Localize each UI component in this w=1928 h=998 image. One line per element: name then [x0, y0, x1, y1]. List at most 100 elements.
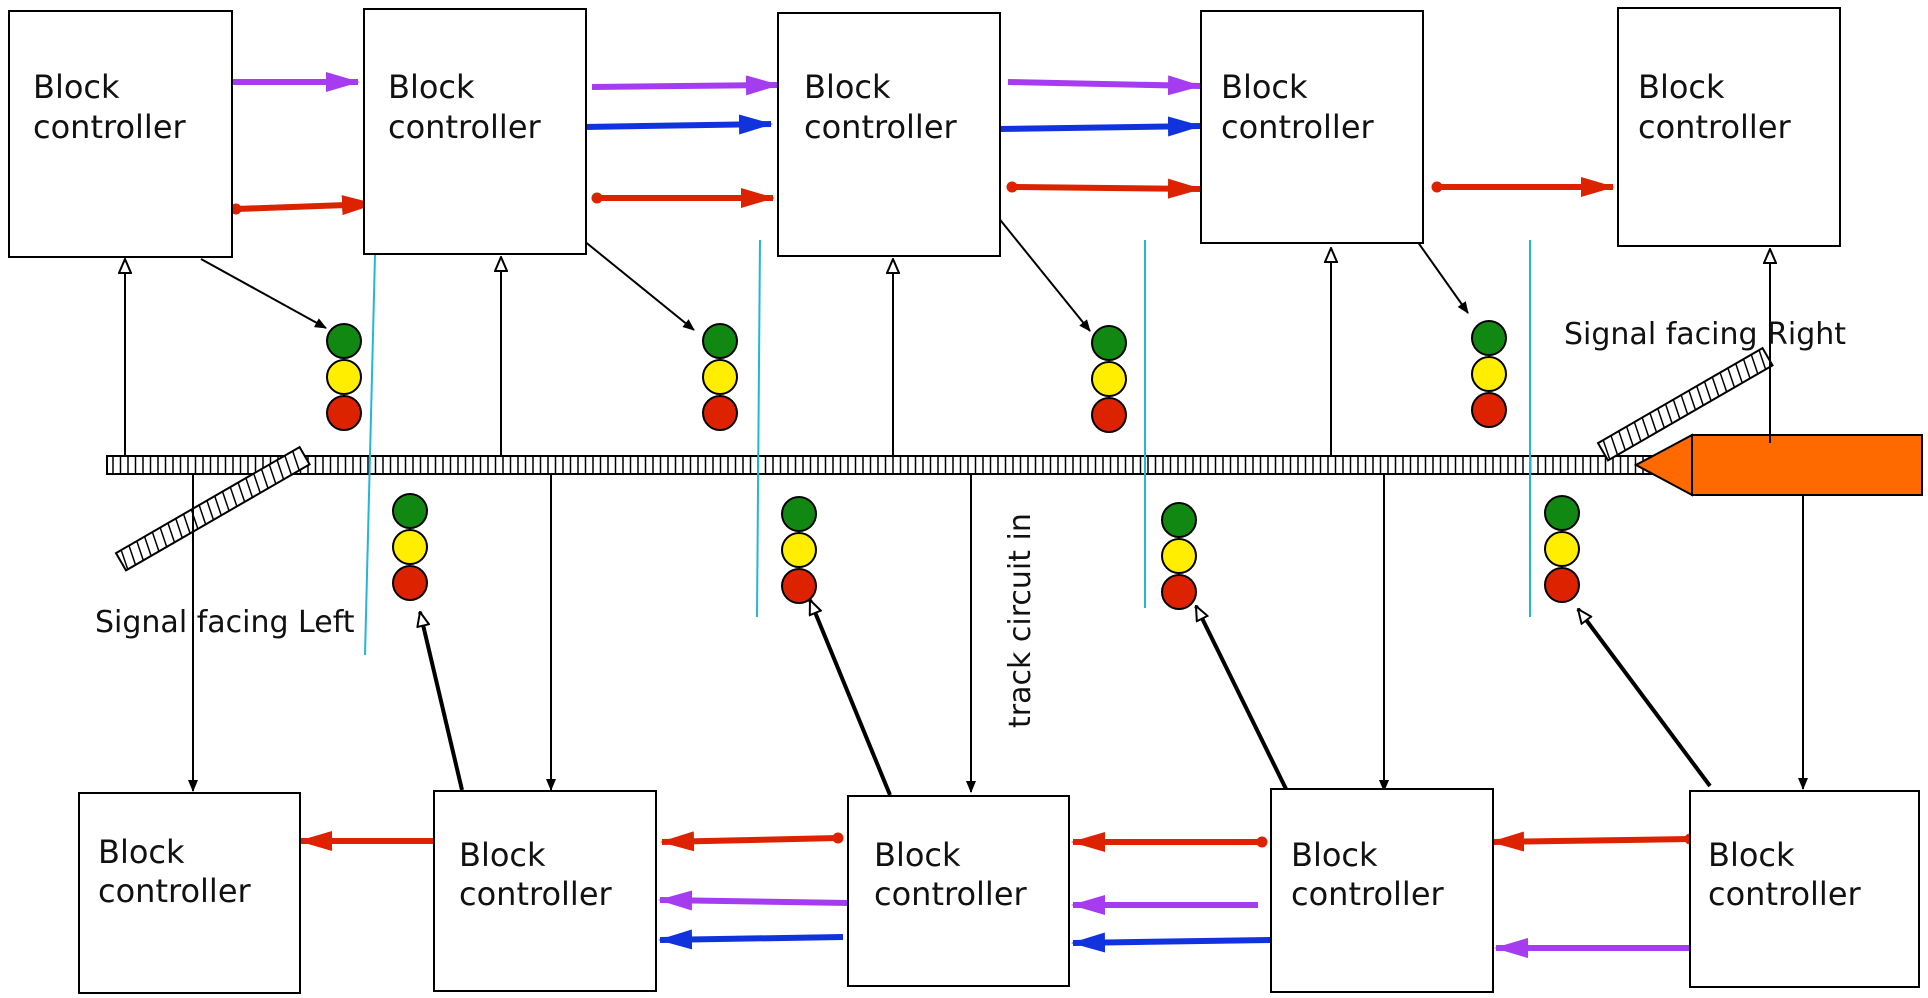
red-lamp: [1544, 567, 1580, 603]
signal-arm-hatch: [1618, 430, 1627, 451]
green-lamp: [702, 323, 738, 359]
signal-feed-top-1: [200, 258, 327, 329]
block-label: Block: [1708, 836, 1795, 874]
block-label: controller: [388, 108, 542, 146]
signal-feed-top-2: [577, 235, 695, 331]
train-nose: [1633, 433, 1693, 497]
block-label: controller: [804, 108, 958, 146]
msg-bottom-blue-3: [1071, 932, 1271, 953]
track-rail: [106, 455, 1661, 475]
signal-arm-hatch: [1703, 381, 1712, 402]
signal-arm-hatch: [1625, 426, 1634, 447]
signal-arm-hatch: [198, 504, 207, 525]
signal-facing-right-label: Signal facing Right: [1564, 317, 1846, 352]
messages-bottom: [298, 831, 1696, 958]
msg-top-purple-3: [1007, 75, 1202, 96]
signal-arm-hatch: [291, 450, 300, 471]
signal-light-4: [1471, 320, 1507, 428]
yellow-lamp: [781, 532, 817, 568]
block-controller-top-5: Block controller: [1617, 7, 1841, 247]
signal-arm-hatch: [1680, 394, 1689, 415]
signal-light-6: [781, 496, 817, 604]
block-label: controller: [33, 108, 187, 146]
yellow-lamp: [702, 359, 738, 395]
signal-arm-right: [1596, 346, 1774, 462]
signal-arm-hatch: [229, 486, 238, 507]
red-lamp: [392, 565, 428, 601]
signal-arm-hatch: [128, 545, 137, 566]
signal-light-1: [326, 323, 362, 431]
signal-arm-hatch: [1657, 408, 1666, 429]
signal-arm-hatch: [1649, 412, 1658, 433]
signal-arm-hatch: [159, 527, 168, 548]
signal-facing-left-label: Signal facing Left: [95, 605, 355, 640]
block-controller-bottom-2: Block controller: [433, 790, 657, 992]
signal-light-5: [392, 493, 428, 601]
signal-arm-hatch: [1664, 403, 1673, 424]
signal-arm-hatch: [175, 518, 184, 539]
train: [1633, 433, 1923, 497]
block-label: Block: [1291, 836, 1378, 874]
block-controller-bottom-3: Block controller: [847, 795, 1070, 987]
signal-arm-hatch: [260, 468, 269, 489]
green-lamp: [1544, 495, 1580, 531]
signal-arm-hatch: [1633, 421, 1642, 442]
signal-arm-hatch: [268, 464, 277, 485]
block-controller-bottom-1: Block controller: [78, 792, 301, 994]
messages-top: [230, 72, 1615, 216]
green-lamp: [1161, 502, 1197, 538]
track-circuit-label: track circuit in: [1003, 513, 1038, 728]
signal-arm-hatch: [221, 491, 230, 512]
red-lamp: [1471, 392, 1507, 428]
block-label: Block: [388, 68, 475, 106]
yellow-lamp: [1544, 531, 1580, 567]
red-lamp: [781, 568, 817, 604]
block-label: Block: [459, 836, 546, 874]
green-lamp: [1091, 325, 1127, 361]
block-label: Block: [874, 836, 961, 874]
block-label: controller: [1221, 108, 1375, 146]
block-label: controller: [1708, 875, 1862, 913]
signal-feed-bottom-2: [808, 600, 892, 796]
signal-feed-bottom-4: [1576, 609, 1712, 788]
signal-light-3: [1091, 325, 1127, 433]
block-label: controller: [1638, 108, 1792, 146]
signal-arm-hatch: [1696, 385, 1704, 406]
block-label: Block: [1638, 68, 1725, 106]
block-controller-top-4: Block controller: [1200, 10, 1424, 244]
signal-arm-hatch: [284, 455, 293, 476]
signal-arm-hatch: [1734, 363, 1743, 384]
track: [106, 455, 1661, 475]
msg-top-red-3: [1006, 178, 1202, 199]
block-boundary-2: [756, 239, 761, 618]
block-label: Block: [804, 68, 891, 106]
block-boundary-1: [364, 254, 376, 656]
signal-arm-hatch: [1672, 399, 1681, 420]
block-label: controller: [874, 875, 1028, 913]
block-boundaries: [364, 239, 1531, 656]
track-circuit-down: [188, 474, 1808, 793]
green-lamp: [781, 496, 817, 532]
signal-arm-hatch: [1641, 417, 1650, 438]
block-controller-bottom-4: Block controller: [1270, 788, 1494, 993]
block-controller-bottom-5: Block controller: [1689, 790, 1920, 988]
red-lamp: [1091, 397, 1127, 433]
signal-arm-hatch: [1610, 435, 1619, 456]
signal-arm-hatch: [276, 459, 285, 480]
signal-arm-hatch: [143, 536, 152, 557]
signal-arm-hatch: [167, 522, 176, 543]
block-label: controller: [98, 872, 252, 910]
block-label: controller: [1291, 875, 1445, 913]
block-label: Block: [1221, 68, 1308, 106]
block-label: controller: [459, 875, 613, 913]
msg-bottom-purple-2: [658, 890, 850, 911]
signal-feeds-bottom: [420, 600, 1712, 796]
signal-arm-hatch: [120, 549, 129, 570]
yellow-lamp: [392, 529, 428, 565]
signal-arm-left: [114, 445, 311, 572]
signal-light-7: [1161, 502, 1197, 610]
yellow-lamp: [1161, 538, 1197, 574]
signal-arm-hatch: [1742, 358, 1751, 379]
green-lamp: [392, 493, 428, 529]
